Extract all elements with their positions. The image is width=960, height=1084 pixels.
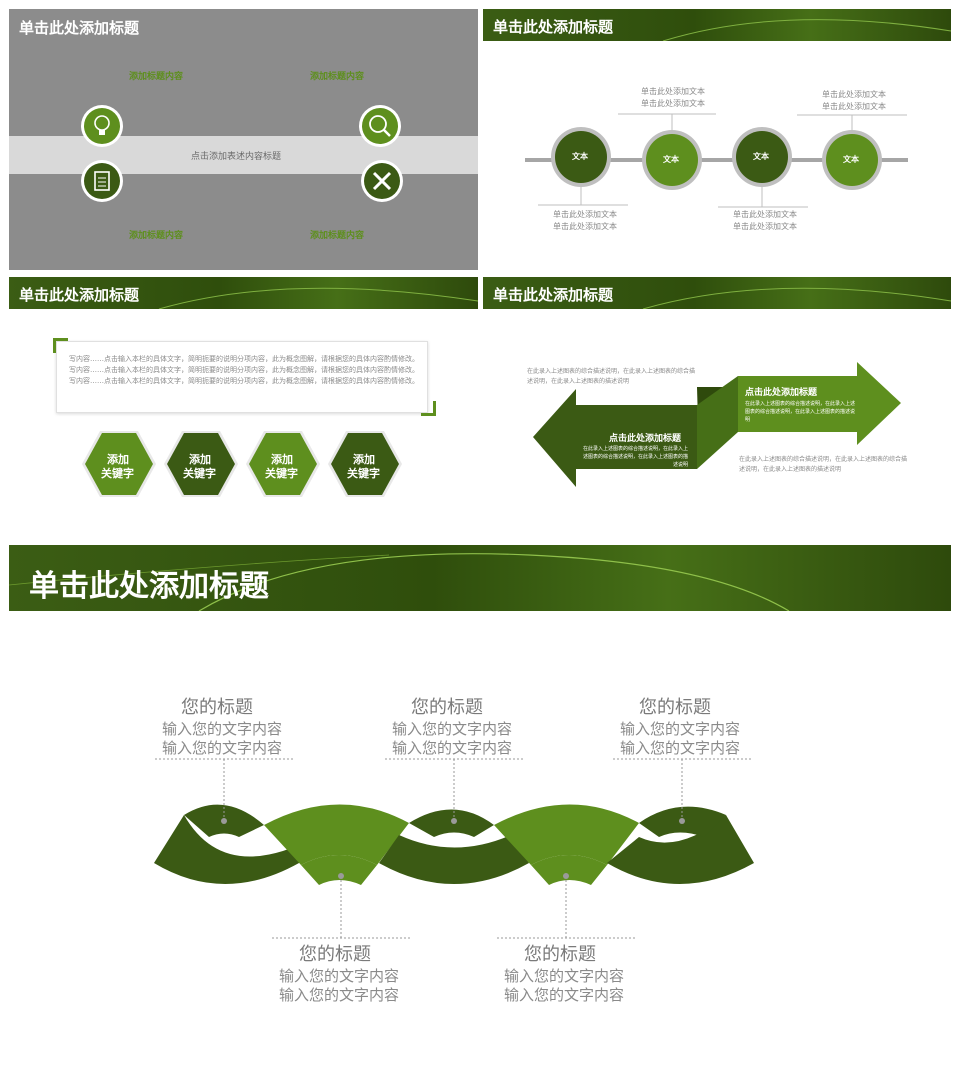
corner-bracket-br xyxy=(421,401,436,416)
circle-label-3: 文本 xyxy=(753,152,769,161)
slide-4-banner: 单击此处添加标题 xyxy=(483,277,951,309)
bottom-item-1-line2: 输入您的文字内容 xyxy=(279,986,400,1004)
note-top-1a: 单击此处添加文本 xyxy=(641,87,705,96)
label-bottom-left: 添加标题内容 xyxy=(129,231,184,241)
top-item-3-heading: 您的标题 xyxy=(639,697,711,718)
bottom-item-1-line1: 输入您的文字内容 xyxy=(279,967,400,985)
slide-3: 单击此处添加标题 写内容……点击输入本栏的具体文字，简明扼要的说明分项内容，此为… xyxy=(9,277,478,538)
bottom-item-2-line2: 输入您的文字内容 xyxy=(504,986,625,1004)
top-item-2-line1: 输入您的文字内容 xyxy=(392,720,513,738)
hex-4-line2: 关键字 xyxy=(347,467,380,480)
label-top-left: 添加标题内容 xyxy=(129,72,184,82)
top-item-2-line2: 输入您的文字内容 xyxy=(392,739,513,757)
note-bottom-2b: 单击此处添加文本 xyxy=(733,222,797,231)
hex-3-line1: 添加 xyxy=(271,453,293,466)
label-top-right: 添加标题内容 xyxy=(310,72,365,82)
hexagons xyxy=(82,431,402,497)
hex-2-line2: 关键字 xyxy=(183,467,216,480)
circle-label-4: 文本 xyxy=(843,155,859,164)
hex-4-line1: 添加 xyxy=(353,453,375,466)
label-bottom-right: 添加标题内容 xyxy=(310,231,365,241)
corner-bracket-tl xyxy=(53,338,68,353)
slide-3-banner: 单击此处添加标题 xyxy=(9,277,478,309)
slide-2-banner: 单击此处添加标题 xyxy=(483,9,951,41)
note-bottom-1b: 单击此处添加文本 xyxy=(553,222,617,231)
hex-3-line2: 关键字 xyxy=(265,467,298,480)
right-arrow-title: 点击此处添加标题 xyxy=(745,388,818,398)
bottom-item-1-heading: 您的标题 xyxy=(299,944,371,965)
slide-5: 单击此处添加标题 您的标题 输入您的文字内容 输入您的文字内容 您的标题 输入您… xyxy=(9,545,951,1075)
clipboard-icon xyxy=(81,160,123,202)
slide-4: 单击此处添加标题 在此录入上述图表的综合描述说明，在此录入上述图表的综合描述说明… xyxy=(483,277,951,538)
hex-2-line1: 添加 xyxy=(189,453,211,466)
note-bottom-2a: 单击此处添加文本 xyxy=(733,210,797,219)
slide-1-title: 单击此处添加标题 xyxy=(19,19,140,37)
top-note: 在此录入上述图表的综合描述说明，在此录入上述图表的综合描述说明，在此录入上述图表… xyxy=(527,368,696,385)
hex-1-line1: 添加 xyxy=(107,453,129,466)
slide-2-title: 单击此处添加标题 xyxy=(493,18,614,36)
lightbulb-icon xyxy=(81,105,123,147)
top-item-3-line2: 输入您的文字内容 xyxy=(620,739,741,757)
top-item-1-line1: 输入您的文字内容 xyxy=(162,720,283,738)
slide-1: 单击此处添加标题 点击添加表述内容标题 添加标题内容 添加标题内容 添加标题内容… xyxy=(9,9,478,270)
top-item-3-line1: 输入您的文字内容 xyxy=(620,720,741,738)
top-item-1-heading: 您的标题 xyxy=(181,697,253,718)
bottom-item-2-line1: 输入您的文字内容 xyxy=(504,967,625,985)
slide-2: 单击此处添加标题 文本 文本 文本 文本 单击此处添加文本 单击此处添加文本 单… xyxy=(483,9,951,270)
left-arrow-text: 在此录入上述图表的综合描述说明，在此录入上述图表的综合描述说明，在此录入上述图表… xyxy=(583,446,689,468)
note-top-1b: 单击此处添加文本 xyxy=(641,99,705,108)
arrows-graphic xyxy=(533,362,901,487)
report-chart-icon xyxy=(359,105,401,147)
bottom-item-2-heading: 您的标题 xyxy=(524,944,596,965)
slide-4-title: 单击此处添加标题 xyxy=(493,286,614,304)
band-text: 点击添加表述内容标题 xyxy=(191,152,282,162)
top-item-1-line2: 输入您的文字内容 xyxy=(162,739,283,757)
slide-5-title: 单击此处添加标题 xyxy=(29,569,269,604)
text-box-paragraph: 写内容……点击输入本栏的具体文字，简明扼要的说明分项内容，此为概念图解，请根据您… xyxy=(69,355,419,385)
text-box: 写内容……点击输入本栏的具体文字，简明扼要的说明分项内容，此为概念图解，请根据您… xyxy=(56,341,428,413)
bottom-note: 在此录入上述图表的综合描述说明，在此录入上述图表的综合描述说明，在此录入上述图表… xyxy=(739,456,908,473)
note-top-2b: 单击此处添加文本 xyxy=(822,102,886,111)
circle-label-1: 文本 xyxy=(572,152,588,161)
note-top-2a: 单击此处添加文本 xyxy=(822,90,886,99)
wave-graphic xyxy=(154,758,754,939)
timeline-graphic xyxy=(525,113,908,208)
circle-label-2: 文本 xyxy=(663,155,679,164)
tools-icon xyxy=(361,160,403,202)
right-arrow-text: 在此录入上述图表的综合描述说明，在此录入上述图表的综合描述说明，在此录入上述图表… xyxy=(745,401,856,423)
icon-circles xyxy=(81,105,403,202)
left-arrow-title: 点击此处添加标题 xyxy=(609,434,682,444)
slide-3-title: 单击此处添加标题 xyxy=(19,286,140,304)
top-item-2-heading: 您的标题 xyxy=(411,697,483,718)
hex-1-line2: 关键字 xyxy=(101,467,134,480)
slide-5-banner: 单击此处添加标题 xyxy=(9,545,951,611)
note-bottom-1a: 单击此处添加文本 xyxy=(553,210,617,219)
